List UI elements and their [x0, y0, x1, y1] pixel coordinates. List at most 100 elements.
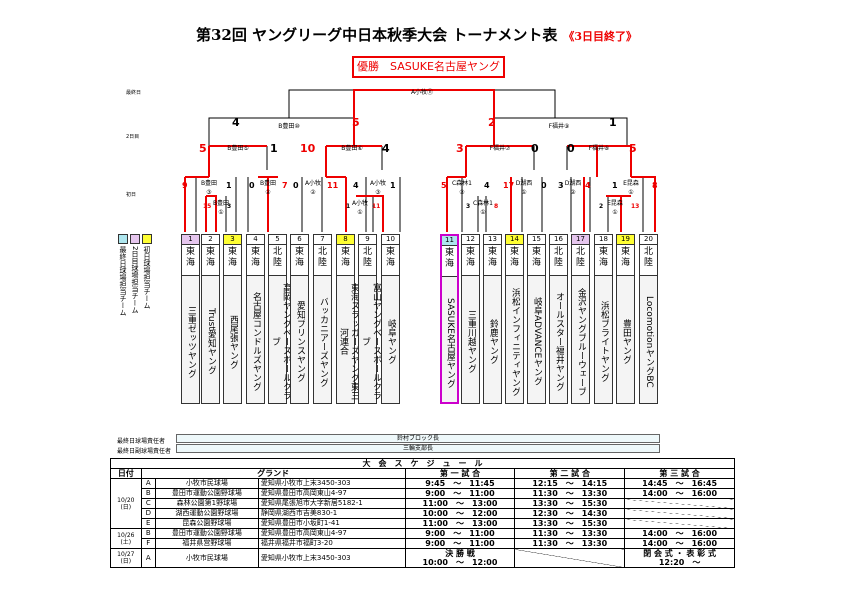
match-r1: C森林1 [473, 199, 493, 207]
team-number: 13 [484, 235, 501, 245]
ground-code: F [140, 538, 156, 549]
r1-score: 1 [226, 181, 232, 190]
page-title: 第32回 ヤングリーグ中日本秋季大会 トーナメント表《3日目終了》 [196, 24, 637, 45]
match-r1-num: ① [612, 209, 617, 216]
team-number: 18 [595, 235, 612, 245]
game3-time [624, 498, 735, 509]
tournament-bracket: A小牧⑪ B豊田⑩ F福井⑨ B豊田⑤ B豊田⑥ F福井⑦ F福井⑧ 最終日 2… [126, 88, 658, 232]
team-name: 豊田ヤング [621, 319, 631, 364]
match-qf1: B豊田⑤ [227, 144, 249, 152]
team-number: 1 [182, 235, 199, 245]
team-area: 東海 [182, 245, 199, 276]
schedule-table: 大 会 ス ケ ジ ュ ー ル 日付 グランド 第 一 試 合 第 二 試 合 … [110, 458, 735, 568]
score-qf2-l: 10 [300, 142, 316, 155]
r1b-score: 15 [203, 203, 211, 210]
game1-time: 11:00 ～ 13:00 [404, 518, 516, 529]
match-r1-num: ① [480, 209, 485, 216]
r1b-score: 2 [599, 203, 603, 210]
score-qf2-r: 4 [382, 142, 390, 155]
game2-time: 13:30 ～ 15:30 [514, 518, 626, 529]
r1-match-labels: B豊田 ③ B豊田 ① B豊田 ② A小牧 ② A小牧 ③ A小牧 ① C森林1… [201, 179, 639, 216]
score-qf3-l: 3 [456, 142, 464, 155]
score-qf1-r: 1 [270, 142, 278, 155]
title-status: 《3日目終了》 [563, 30, 637, 43]
team-area: 東海 [202, 245, 219, 276]
team-number: 10 [382, 235, 399, 245]
team-name: Trust愛知ヤング [206, 308, 216, 375]
team-area: 東海 [224, 245, 241, 276]
schedule-date: 10/26(土) [110, 528, 142, 549]
col-game1: 第 一 試 合 [404, 468, 516, 479]
legend-swatch-final [118, 234, 128, 244]
final-time: 10:00 ～ 12:00 [422, 558, 498, 567]
match-r1-num: ① [357, 209, 362, 216]
match-r1: A小牧 [352, 199, 368, 207]
r1-score: 0 [249, 181, 255, 190]
score-qf4-r: 5 [629, 142, 637, 155]
r1-score: 7 [282, 181, 288, 190]
team-name: バッカニアーズヤング [318, 296, 328, 387]
match-r1: E昆森 [623, 179, 639, 187]
r1b-score: 3 [227, 203, 231, 210]
r1-scores: 9 1 0 7 0 11 4 1 5 4 17 0 3 4 1 8 [182, 181, 658, 190]
team-name: LocomotionヤングBC [644, 295, 654, 388]
match-sf-left: B豊田⑩ [278, 122, 300, 130]
col-game2: 第 二 試 合 [514, 468, 626, 479]
score-final-r: 5 [352, 116, 360, 129]
game1-time: 9:00 ～ 11:00 [404, 538, 516, 549]
game1-time: 9:00 ～ 11:00 [404, 528, 516, 539]
team-area: 東海 [291, 245, 308, 276]
team-area: 北陸 [572, 245, 589, 276]
team-name: 岐阜ADVANCEヤング [532, 297, 542, 386]
team-number: 12 [462, 235, 479, 245]
r1b-score: 11 [372, 203, 380, 210]
team-number: 2 [202, 235, 219, 245]
col-ground: グランド [140, 468, 406, 479]
game2-time [514, 548, 626, 568]
game1-time: 9:00 ～ 11:00 [404, 488, 516, 499]
team-area: 東海 [506, 245, 523, 276]
ground-name: 昆森公園野球場 [154, 518, 259, 529]
team-area: 東海 [247, 245, 264, 276]
game1-time: 9:45 ～ 11:45 [404, 478, 516, 489]
team-number: 11 [442, 236, 457, 246]
r1-score: 1 [390, 181, 396, 190]
team-area: 北陸 [314, 245, 331, 276]
r1-score: 3 [558, 181, 564, 190]
r1-score: 4 [585, 181, 591, 190]
match-qf2: B豊田⑥ [341, 144, 363, 152]
game1-time: 10:00 ～ 12:00 [404, 508, 516, 519]
score-qf1-l: 5 [199, 142, 207, 155]
game2-time: 12:15 ～ 14:15 [514, 478, 626, 489]
team-area: 北陸 [640, 245, 657, 276]
final-sub-value: 三輪支部長 [176, 444, 660, 453]
game2-time: 11:30 ～ 13:30 [514, 488, 626, 499]
score-final-l2: 2 [488, 116, 496, 129]
team-area: 東海 [595, 245, 612, 276]
legend-day1: 初日球場担当チーム [143, 246, 151, 309]
r1-score: 5 [441, 181, 447, 190]
match-r1-num: ② [570, 189, 576, 196]
match-final: A小牧⑪ [411, 88, 433, 96]
ground-code: B [140, 528, 156, 539]
r1b-score: 8 [494, 203, 498, 210]
r1-score: 9 [182, 181, 188, 190]
team-name: 東海スラッガーズヤング東三河連合 [338, 283, 359, 400]
ground-name: 福井県営野球場 [154, 538, 259, 549]
game3-time: 14:00 ～ 16:00 [624, 528, 735, 539]
team-name: 鈴鹿ヤング [488, 319, 498, 364]
bracket-scores: 4 5 2 1 5 1 10 4 3 0 0 5 [199, 116, 637, 155]
r1b-score: 13 [631, 203, 639, 210]
